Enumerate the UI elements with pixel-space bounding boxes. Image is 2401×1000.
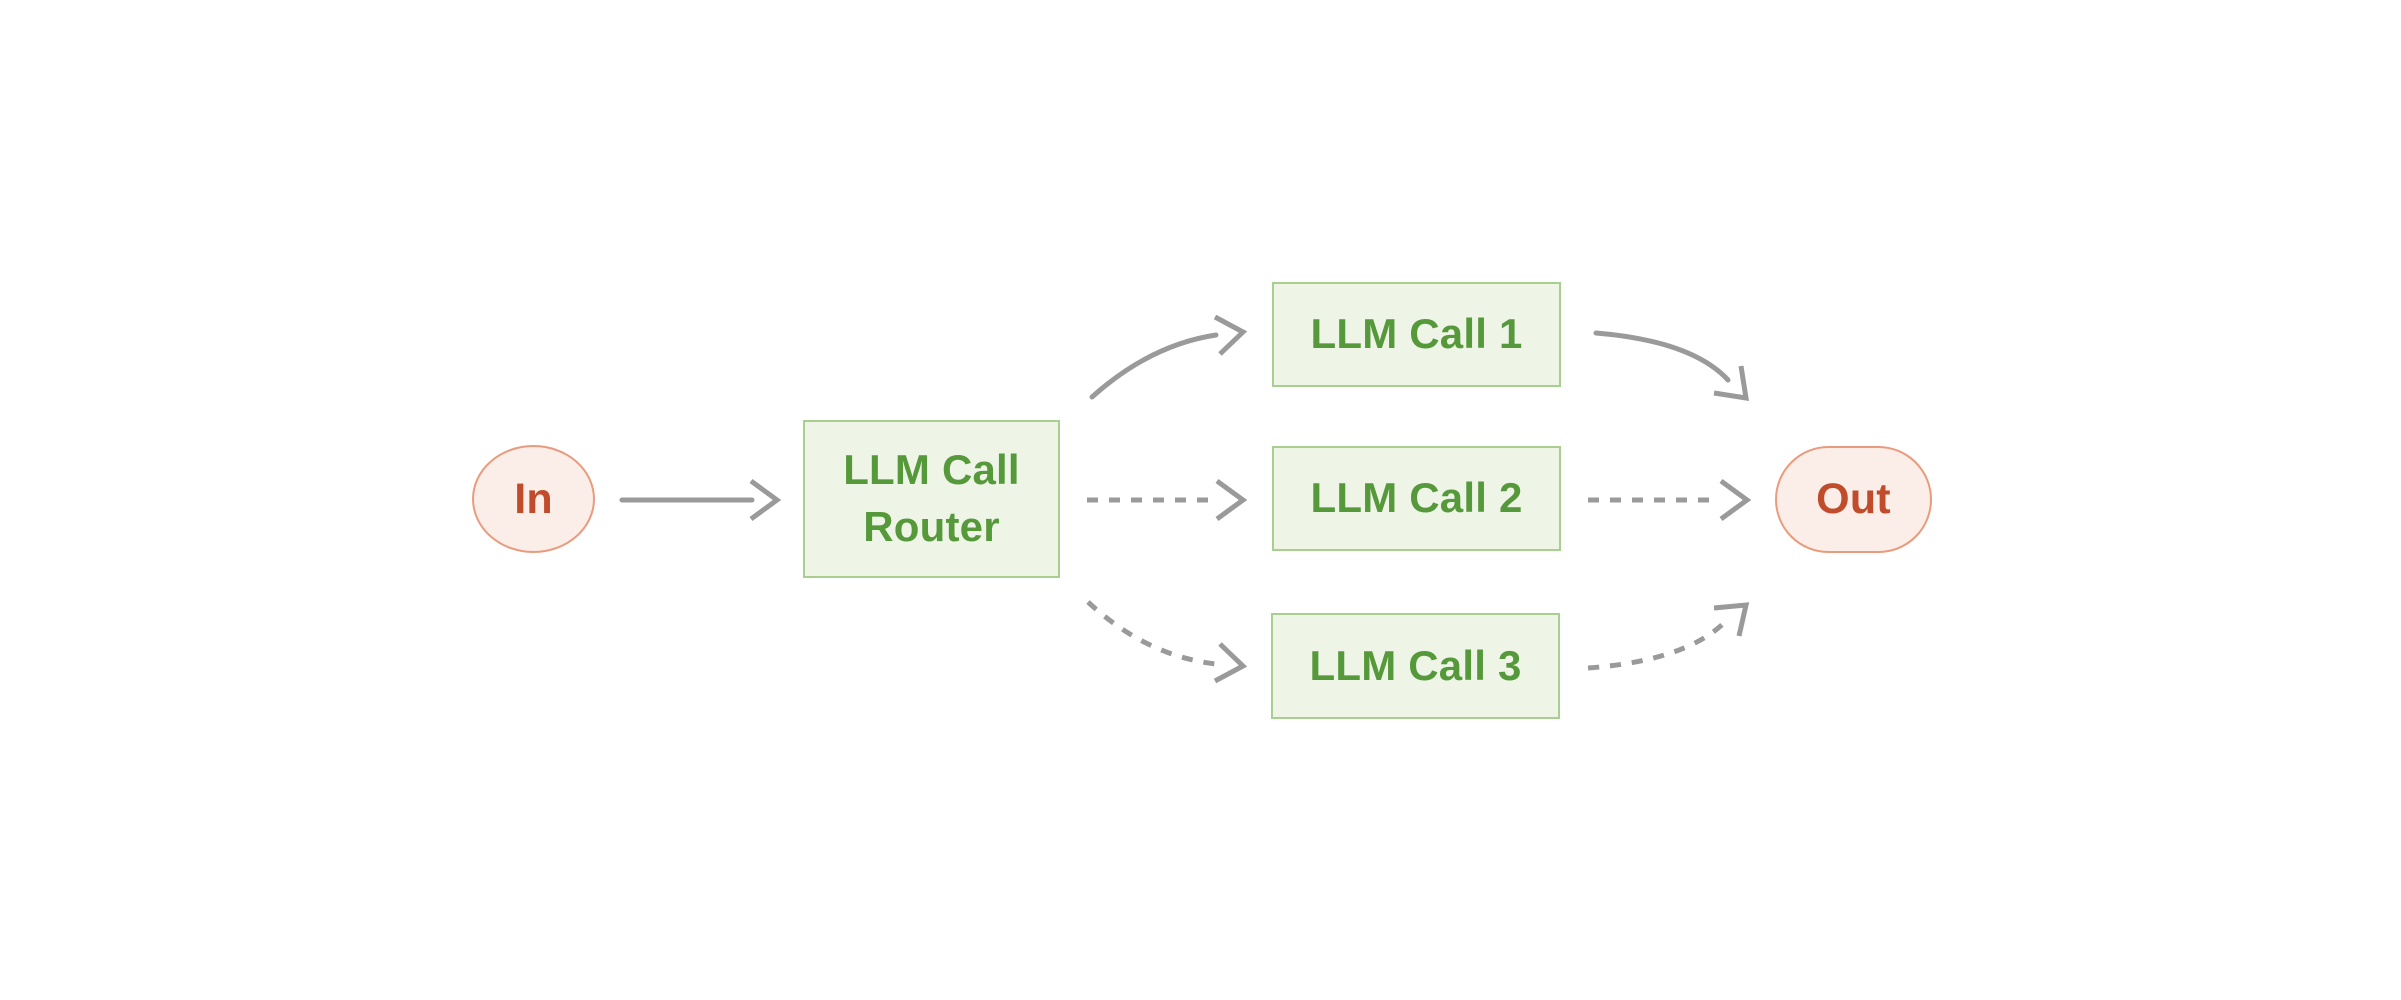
edge-call3-out-arrowhead-icon — [1713, 602, 1750, 637]
edge-router-call2-arrowhead-icon — [1215, 478, 1248, 522]
edge-call3-out — [1587, 602, 1750, 671]
edge-call1-out — [1593, 330, 1749, 401]
edge-router-call1 — [1089, 314, 1248, 400]
node-llm-call-3-label: LLM Call 3 — [1309, 641, 1522, 689]
edge-call3-out-line — [1587, 621, 1726, 671]
edge-router-call3 — [1086, 600, 1248, 684]
edge-router-call1-arrowhead-icon — [1213, 314, 1248, 356]
node-llm-call-2: LLM Call 2 — [1272, 446, 1561, 551]
node-llm-call-1-label: LLM Call 1 — [1310, 310, 1523, 358]
edge-in-router — [619, 478, 782, 522]
edge-router-call3-arrowhead-icon — [1213, 642, 1248, 684]
edge-in-router-arrowhead-icon — [749, 478, 782, 522]
node-llm-call-2-label: LLM Call 2 — [1310, 474, 1523, 522]
node-llm-call-1: LLM Call 1 — [1272, 282, 1561, 387]
edge-router-call2 — [1087, 478, 1248, 522]
node-llm-call-router: LLM Call Router — [803, 420, 1060, 578]
edge-router-call3-line — [1086, 600, 1217, 667]
node-out: Out — [1775, 446, 1932, 553]
edge-call1-out-line — [1593, 330, 1731, 383]
node-out-label: Out — [1816, 475, 1891, 523]
edge-router-call1-line — [1089, 332, 1219, 400]
node-llm-call-3: LLM Call 3 — [1271, 613, 1560, 719]
node-llm-call-router-label: LLM Call Router — [843, 446, 1020, 550]
node-in-label: In — [514, 474, 553, 523]
edge-call1-out-arrowhead-icon — [1713, 365, 1749, 401]
edge-call2-out-arrowhead-icon — [1719, 478, 1752, 522]
node-in: In — [472, 445, 595, 553]
edge-call2-out — [1588, 478, 1752, 522]
